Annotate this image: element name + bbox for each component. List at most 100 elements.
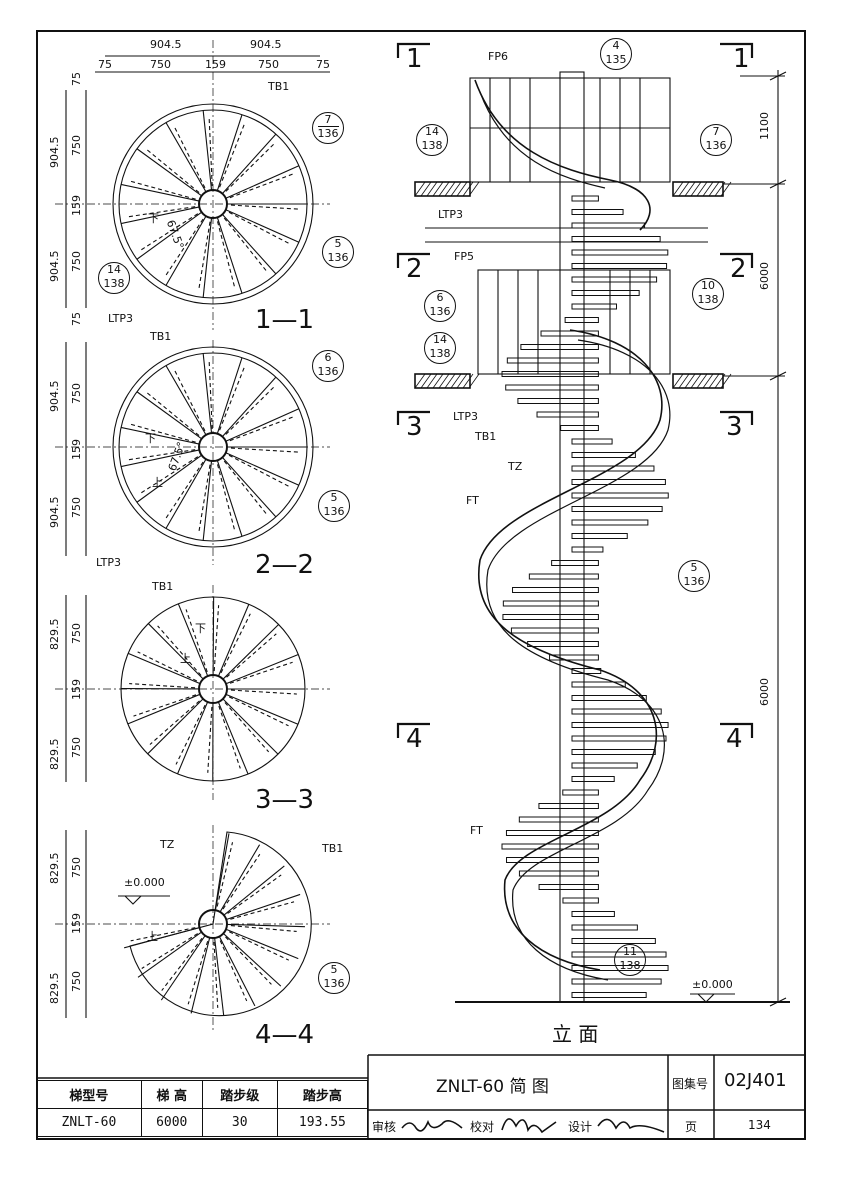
dim-side: 829.5 — [48, 972, 61, 1005]
tread-line — [690, 181, 702, 197]
stair-step — [502, 614, 599, 620]
tread-line — [230, 925, 297, 933]
stair-step — [571, 992, 647, 998]
label-ft: FT — [470, 824, 483, 837]
page-label: 页 — [685, 1120, 698, 1134]
stair-step — [571, 978, 662, 985]
dim-side: 159 — [70, 913, 83, 934]
stair-step — [571, 735, 667, 742]
tread-line — [202, 110, 213, 191]
tread-line — [165, 458, 207, 529]
tread-line — [219, 123, 245, 188]
dim-side: 829.5 — [48, 852, 61, 885]
tread-line — [213, 941, 219, 1008]
dim-side: 159 — [70, 195, 83, 216]
tread-line — [230, 901, 295, 920]
label-up: 上 — [147, 930, 158, 943]
stair-step — [571, 236, 661, 242]
stair-step — [571, 911, 615, 917]
label-tb1: TB1 — [150, 330, 172, 343]
dim-side: 750 — [70, 737, 83, 758]
tread-line — [187, 941, 209, 1005]
tread-line — [174, 126, 206, 189]
tread-line — [420, 181, 432, 197]
stair-step — [571, 492, 669, 499]
label-tz: TZ — [508, 460, 523, 473]
tread-line — [202, 217, 213, 298]
atlas-number: 02J401 — [724, 1070, 787, 1091]
plan-3-3 — [55, 585, 330, 800]
tread-line — [684, 373, 696, 389]
tread-line — [216, 842, 234, 907]
tread-line — [222, 624, 279, 680]
tread-line — [216, 357, 243, 434]
label-tb1: TB1 — [152, 580, 174, 593]
tread-line — [212, 596, 215, 676]
tread-line — [690, 373, 702, 389]
stair-step — [518, 816, 599, 823]
label-down: 下 — [195, 622, 206, 635]
review-label: 审核 — [372, 1120, 397, 1134]
tread-line — [198, 464, 211, 532]
drawing-title: ZNLT-60 简 图 — [436, 1077, 549, 1097]
label-down: 下 — [148, 212, 159, 225]
stair-step — [549, 654, 599, 661]
tread-line — [218, 936, 256, 1007]
stair-step — [551, 560, 599, 566]
stair-step — [571, 195, 599, 202]
tread-line — [147, 698, 204, 755]
stair-step — [571, 722, 669, 728]
stair-step — [571, 506, 663, 512]
tread-line — [230, 204, 299, 210]
stair-step — [571, 924, 638, 931]
tread-line — [223, 865, 285, 916]
tread-line — [219, 844, 261, 913]
dim-side: 750 — [70, 857, 83, 878]
tread-line — [228, 454, 290, 488]
tread-line — [708, 181, 720, 197]
section-title-2: 2—2 — [255, 550, 315, 580]
tread-line — [225, 936, 272, 985]
tread-line — [218, 705, 241, 769]
tread-line — [414, 373, 426, 389]
dim-side: 904.5 — [48, 496, 61, 529]
tread-line — [157, 625, 202, 676]
dim-side: 75 — [70, 312, 83, 326]
stair-step — [502, 600, 599, 607]
label-tb1: TB1 — [475, 430, 497, 443]
tread-line — [216, 464, 236, 531]
stair-step — [528, 573, 599, 580]
stair-step — [571, 749, 656, 755]
tread-line — [207, 706, 213, 773]
plan-2-2 — [55, 340, 330, 565]
tread-line — [146, 148, 200, 193]
tread-line — [120, 426, 200, 445]
section-mark-2-right: 2 — [730, 254, 747, 284]
stair-step — [571, 209, 624, 215]
dim-sub-3: 750 — [258, 58, 279, 71]
label-ltp3: LTP3 — [453, 410, 478, 423]
tread-line — [708, 373, 720, 389]
tread-line — [149, 700, 200, 745]
stair-step — [564, 317, 599, 323]
tread-line — [222, 698, 279, 755]
dim-sub-1: 750 — [150, 58, 171, 71]
stair-step — [571, 452, 636, 458]
tread-line — [222, 853, 261, 910]
tread-line — [226, 633, 277, 678]
tread-line — [120, 449, 200, 468]
tread-line — [225, 452, 300, 486]
tread-line — [229, 173, 294, 199]
tread-line — [127, 652, 201, 685]
tread-line — [136, 148, 202, 197]
stair-step — [506, 857, 599, 863]
tread-line — [129, 683, 196, 689]
dim-side: 904.5 — [48, 380, 61, 413]
tread-line — [190, 937, 211, 1014]
tread-line — [432, 373, 444, 389]
tread-line — [221, 457, 277, 518]
